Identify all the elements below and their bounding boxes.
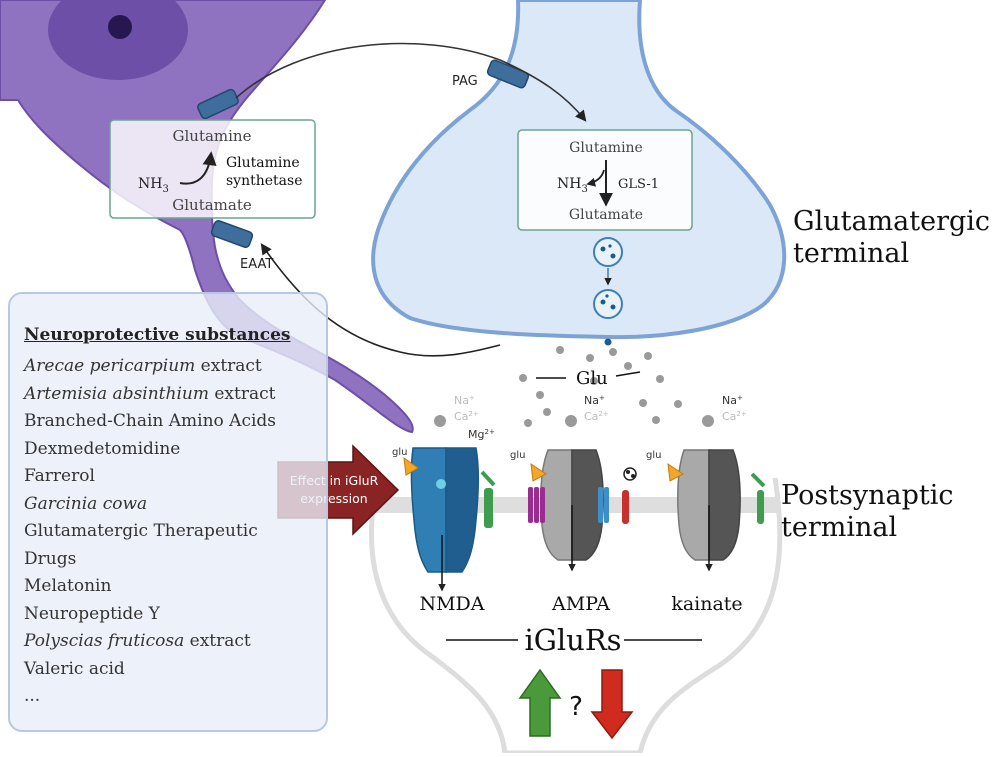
nmda-na-label: Na+ bbox=[454, 394, 475, 407]
glutamatergic-label-line1: Glutamatergic bbox=[793, 206, 991, 237]
substance-name-italic: Arecae pericarpium bbox=[24, 356, 196, 376]
ampa-modulator-icon bbox=[623, 467, 637, 481]
down-arrow bbox=[590, 669, 634, 740]
substance-name-italic: Garcinia cowa bbox=[24, 493, 148, 514]
postsynaptic-terminal-label: Postsynaptic terminal bbox=[781, 480, 954, 544]
substance-name-text: Dexmedetomidine bbox=[24, 438, 181, 459]
pag-transporter bbox=[486, 59, 530, 89]
list-title: Neuroprotective substances bbox=[24, 325, 291, 345]
glutamine-synthetase-arrow bbox=[179, 151, 217, 185]
ampa-glu-label: glu bbox=[510, 450, 525, 461]
substance-name-text: ... bbox=[24, 686, 41, 706]
substance-name-text: Melatonin bbox=[24, 576, 112, 596]
substance-name-text: Glutamatergic Therapeutic bbox=[24, 521, 258, 541]
neuroprotective-substances-panel: Neuroprotective substances Arecae perica… bbox=[8, 292, 328, 732]
eaat-transporter bbox=[210, 220, 254, 248]
nmda-glu-label: glu bbox=[392, 447, 407, 458]
kainate-na-label: Na+ bbox=[722, 394, 743, 407]
nmda-label: NMDA bbox=[419, 593, 484, 615]
glutamine-synthetase-label-2: synthetase bbox=[226, 173, 302, 189]
eaat-label: EAAT bbox=[240, 257, 273, 272]
glutamatergic-terminal-label: Glutamatergic terminal bbox=[793, 206, 990, 270]
glutamate-particles bbox=[519, 346, 682, 427]
glu-release-label-group: Glu bbox=[536, 368, 641, 389]
presynaptic-glutamine-label: Glutamine bbox=[569, 140, 643, 156]
glutamatergic-label-line2: terminal bbox=[793, 238, 910, 269]
ampa-ion-dot bbox=[565, 415, 577, 427]
nmda-receptor: glu bbox=[392, 447, 496, 592]
substance-name-italic: Polyscias fruticosa bbox=[24, 631, 185, 651]
eaat-reuptake-arrow bbox=[260, 243, 501, 357]
substance-list-item: Dexmedetomidine bbox=[24, 436, 326, 464]
pag-label: PAG bbox=[452, 74, 478, 89]
astrocyte-glutamate-label: Glutamate bbox=[172, 196, 252, 214]
kainate-receptor: glu bbox=[646, 449, 766, 572]
substance-name-text: Farrerol bbox=[24, 466, 95, 486]
kainate-ion-dot bbox=[702, 415, 714, 427]
glutamine-synthetase-label-1: Glutamine bbox=[226, 155, 300, 171]
substance-name-text: Drugs bbox=[24, 548, 77, 569]
substance-list-item: Drugs bbox=[24, 546, 326, 574]
ampa-receptor: glu bbox=[510, 449, 637, 572]
substance-list-item: Garcinia cowa bbox=[24, 491, 326, 519]
substance-list-item: Valeric acid bbox=[24, 656, 326, 684]
postsynaptic-label-line1: Postsynaptic bbox=[781, 480, 954, 511]
substance-list-item: Neuropeptide Y bbox=[24, 601, 326, 629]
astrocyte-nucleus bbox=[48, 0, 188, 80]
question-mark: ? bbox=[569, 692, 583, 722]
substance-list-item: Polyscias fruticosa extract bbox=[24, 628, 326, 656]
substance-name-text: extract bbox=[184, 631, 251, 651]
astrocyte-glutamine-label: Glutamine bbox=[173, 127, 252, 145]
substance-list-item: Glutamatergic Therapeutic bbox=[24, 518, 326, 546]
glutamine-exporter bbox=[197, 88, 239, 120]
kainate-ca-label: Ca2+ bbox=[722, 410, 747, 423]
astrocyte-nh3-label: NH3 bbox=[138, 176, 169, 195]
substance-name-italic: Artemisia absinthium bbox=[24, 383, 209, 404]
substance-name-text: Branched-Chain Amino Acids bbox=[24, 411, 277, 431]
astrocyte-metabolism-box bbox=[109, 119, 316, 219]
nmda-mg-label: Mg2+ bbox=[468, 428, 495, 441]
substance-name-text: extract bbox=[195, 356, 262, 376]
substance-list-item: Branched-Chain Amino Acids bbox=[24, 408, 326, 436]
substance-list-item: ... bbox=[24, 683, 326, 711]
kainate-label: kainate bbox=[671, 593, 742, 615]
substance-name-text: Neuropeptide Y bbox=[24, 603, 160, 624]
substance-name-text: Valeric acid bbox=[24, 658, 125, 679]
substance-list-item: Farrerol bbox=[24, 463, 326, 491]
iglurs-label: iGluRs bbox=[524, 623, 621, 657]
glu-release-label: Glu bbox=[576, 368, 608, 389]
substance-list-item: Arecae pericarpium extract bbox=[24, 353, 326, 381]
ampa-ca-label: Ca2+ bbox=[584, 410, 609, 423]
synaptic-vesicles bbox=[593, 237, 623, 346]
ampa-na-label: Na+ bbox=[584, 394, 605, 407]
nmda-ca-label: Ca2+ bbox=[454, 410, 479, 423]
substance-list-item: Melatonin bbox=[24, 573, 326, 601]
nh3-branch-arrow bbox=[586, 169, 605, 187]
up-arrow bbox=[518, 668, 562, 737]
astrocyte-nucleolus bbox=[108, 15, 132, 39]
ampa-label: AMPA bbox=[551, 593, 610, 615]
substance-name-text: extract bbox=[208, 383, 276, 404]
nmda-ion-dot bbox=[434, 415, 446, 427]
substance-list-item: Artemisia absinthium extract bbox=[24, 381, 326, 409]
kainate-glu-label: glu bbox=[646, 450, 661, 461]
presynaptic-nh3-label: NH3 bbox=[557, 176, 588, 195]
postsynaptic-label-line2: terminal bbox=[781, 512, 898, 543]
glutamine-transfer-arrow bbox=[235, 42, 587, 122]
presynaptic-glutamate-label: Glutamate bbox=[569, 207, 643, 223]
gls1-label: GLS-1 bbox=[618, 177, 659, 192]
